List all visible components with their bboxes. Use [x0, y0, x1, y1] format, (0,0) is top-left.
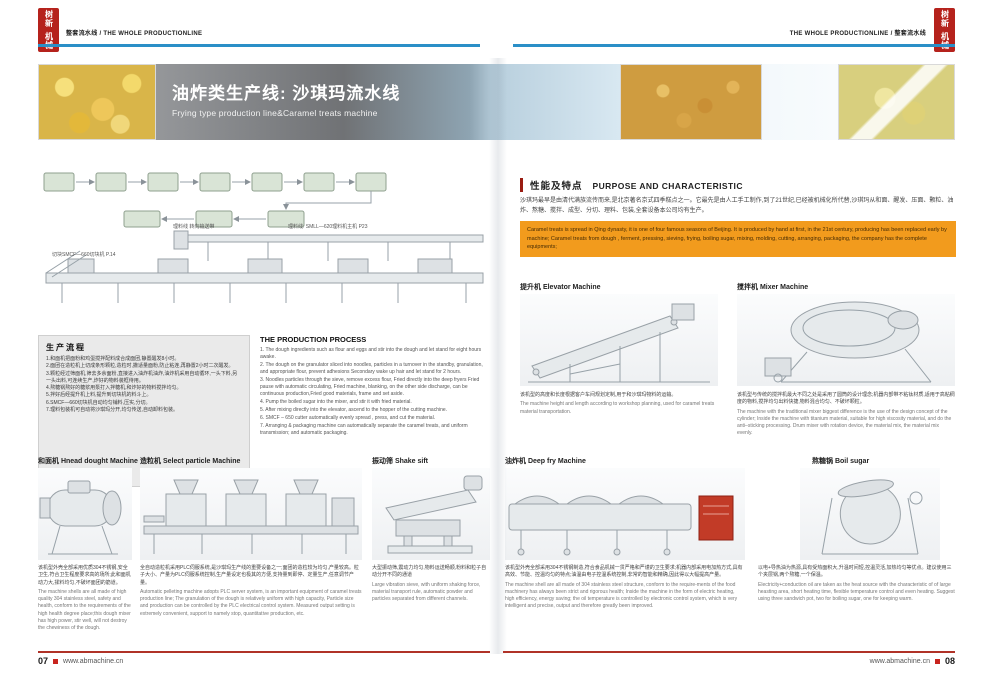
shake-sift-desc-cn: 大型振动筛,震动力均匀,物料运送畅顺,粉料和粒子自动分开不同的通道 [372, 565, 487, 579]
footer-bullet-icon [53, 658, 59, 664]
pelleting-machine-illustration [143, 479, 359, 554]
process-step: 3.颗粒经过筛面机,筛去多余面粉,直接进入油炸机油炸,油炸机采用自动循环,一头下… [46, 370, 238, 384]
process-step: 1. The dough ingredients such as flour a… [260, 347, 482, 360]
pelleting-machine-desc-cn: 全自动造粒机采用PLC伺服系统,是沙琪玛生产线的重要设备之一;面团的造粒较为均匀… [140, 565, 359, 586]
banner-photo-package [838, 64, 955, 140]
purpose-body-cn: 沙琪玛最早是由清代满族流传而来,是北京著名京式四季糕点之一。它最先是由人工手工制… [520, 198, 954, 214]
seal-text: 树新 [940, 10, 950, 28]
seal-text: 树新 [44, 10, 54, 28]
dough-mixer-title: 和面机 Hnead dought Machine [38, 458, 138, 465]
deep-fry-description: 该机型外壳全部采用304不锈钢制造,符合食品机械一贯严格和严谨的卫生要求;机器内… [505, 565, 745, 611]
boil-sugar-desc-en: Electricity+conduction oil are taken as … [758, 581, 955, 603]
page-title: 油炸类生产线: 沙琪玛流水线 [172, 84, 401, 103]
pelleting-machine-title: 造粒机 Select particle Machine [140, 458, 241, 465]
page-subtitle: Frying type production line&Caramel trea… [172, 108, 378, 118]
process-step: 4.熬糖锅熬好的糖浆用泵打入拌糖机,和炸好的物料搅拌均匀。 [46, 385, 182, 391]
footer-left: 07 www.abmachine.cn [38, 656, 123, 666]
website-link[interactable]: www.abmachine.cn [869, 657, 930, 665]
seal-text: 机械 [44, 32, 54, 50]
header-left-label: 整套流水线 / THE WHOLE PRODUCTIONLINE [66, 31, 203, 37]
process-step: 6. SMCF – 650 cutter automatically evenl… [260, 415, 436, 421]
website-link[interactable]: www.abmachine.cn [63, 657, 124, 665]
header-rule-left [38, 44, 480, 47]
production-process-cn-title: 生产流程 [46, 343, 86, 352]
boil-sugar-title: 熬糖锅 Boil sugar [812, 458, 870, 465]
dough-mixer-photo [38, 468, 132, 560]
elevator-illustration [528, 303, 710, 383]
banner-photo-snacks [38, 64, 156, 140]
purpose-title-en: PURPOSE AND CHARACTERISTIC [592, 181, 743, 191]
purpose-section: 性能及特点 PURPOSE AND CHARACTERISTIC 沙琪玛最早是由… [520, 178, 956, 257]
shake-sift-title: 振动筛 Shake sift [372, 458, 429, 465]
dough-mixer-description: 该机型外壳全部采用优质304不锈钢,安全卫生,符合卫生程度要求高的场所;此和面机… [38, 565, 132, 632]
purpose-body-en: Caramel treats is spread in Qing dynasty… [520, 221, 956, 257]
flow-diagram-illustration [43, 172, 484, 303]
boil-sugar-desc-cn: 以电+导热油为热源,具有受热面积大,升温时间短,控温灵活,加热均匀等优点。建议使… [758, 565, 952, 579]
process-step: 3. Noodles particles through the sieve, … [260, 377, 480, 397]
brand-seal-right: 树新 机械 [934, 8, 955, 52]
deep-fry-desc-cn: 该机型外壳全部采用304不锈钢制造,符合食品机械一贯严格和严谨的卫生要求;机器内… [505, 565, 743, 579]
elevator-desc-cn: 该机型的高度和长度根据客户车间规划定制,用于和沙琪玛物料的运输。 [520, 392, 677, 398]
shake-sift-desc-en: Large vibration sieve, with uniform shak… [372, 581, 481, 603]
elevator-title: 提升机 Elevator Machine [520, 284, 601, 291]
header-right-label: THE WHOLE PRODUCTIONLINE / 整套流水线 [789, 31, 926, 37]
process-step: 1.和面机把面粉和鸡蛋搅拌配料成合成面团,静置醒发8小时。 [46, 356, 180, 362]
brand-seal-left: 树新 机械 [38, 8, 59, 52]
page-number-right: 08 [944, 656, 955, 666]
production-process-en-title: THE PRODUCTION PROCESS [260, 335, 367, 344]
process-step: 7.理料包装机可自动将沙琪玛分开,均匀传送,自动卸料包装。 [46, 406, 178, 413]
mixer-illustration [764, 301, 932, 383]
diagram-label-conveyor: 理料线 转向输送带 [173, 224, 215, 230]
pelleting-machine-description: 全自动造粒机采用PLC伺服系统,是沙琪玛生产线的重要设备之一;面团的造粒较为均匀… [140, 565, 362, 618]
shake-sift-photo [372, 468, 490, 560]
mixer-desc-en: The machine with the traditional mixer b… [737, 408, 952, 437]
process-step: 6.SMCF—660切块机自动均匀铺料,压实,分切。 [46, 399, 151, 406]
page-gutter [489, 58, 507, 654]
purpose-heading: 性能及特点 PURPOSE AND CHARACTERISTIC [520, 178, 956, 192]
footer-right: www.abmachine.cn 08 [870, 656, 955, 666]
elevator-photo [520, 294, 718, 386]
deep-fry-desc-en: The machine shell are all made of 304 st… [505, 581, 738, 610]
diagram-label-line: 理料线: SMLL—620理料机主机 P23 [288, 224, 368, 230]
process-step: 2.面团在造粒机上切成条形颗粒,造粒时,撒适量面粉,防止粘连,再静置2小时二次醒… [46, 363, 234, 370]
elevator-description: 该机型的高度和长度根据客户车间规划定制,用于和沙琪玛物料的运输。 The mac… [520, 392, 718, 416]
dough-mixer-desc-cn: 该机型外壳全部采用优质304不锈钢,安全卫生,符合卫生程度要求高的场所;此和面机… [38, 565, 131, 586]
mixer-desc-cn: 该机型与传统的搅拌机最大不同之处是采用了圆筒的设计理念;机器内部带不粘钛材质,适… [737, 392, 955, 406]
header-rule-right [513, 44, 955, 47]
pelleting-machine-desc-en: Automatic pelleting machine adopts PLC s… [140, 588, 362, 617]
pelleting-machine-photo [140, 468, 362, 560]
production-line-diagram: 理料线 转向输送带 理料线: SMLL—620理料机主机 P23 切块SMCF—… [38, 165, 493, 330]
production-process-cn: 生产流程 1.和面机把面粉和鸡蛋搅拌配料成合成面团,静置醒发8小时。 2.面团在… [38, 335, 250, 487]
banner-photo-caramel [620, 64, 762, 140]
boil-sugar-description: 以电+导热油为热源,具有受热面积大,升温时间短,控温灵活,加热均匀等优点。建议使… [758, 565, 955, 603]
process-step: 4. Pump the boiled sugar into the mixer,… [260, 399, 412, 405]
boil-sugar-photo [800, 468, 940, 560]
process-step: 5.拌好后经提升机上料,提升到切块机的料斗上。 [46, 392, 152, 399]
mixer-title: 搅拌机 Mixer Machine [737, 284, 809, 291]
banner-right-panel [497, 64, 955, 140]
deep-fry-illustration [508, 495, 734, 556]
dough-mixer-desc-en: The machine shells are all made of high … [38, 588, 131, 631]
process-step: 7. Arranging & packaging machine can aut… [260, 423, 468, 436]
footer-rule-right [503, 651, 955, 653]
deep-fry-photo [505, 468, 745, 560]
shake-sift-illustration [385, 475, 483, 554]
elevator-desc-en: The machine height and length according … [520, 401, 715, 415]
boil-sugar-illustration [821, 479, 923, 555]
process-step: 2. The dough on the granulator sliced in… [260, 362, 483, 375]
shake-sift-description: 大型振动筛,震动力均匀,物料运送畅顺,粉料和粒子自动分开不同的通道 Large … [372, 565, 490, 603]
deep-fry-title: 油炸机 Deep fry Machine [505, 458, 586, 465]
seal-text: 机械 [940, 32, 950, 50]
diagram-label-cutter: 切块SMCF—660切块机 P.14 [52, 252, 116, 258]
page-number-left: 07 [38, 656, 49, 666]
purpose-title-cn: 性能及特点 [530, 181, 583, 192]
dough-mixer-illustration [39, 480, 122, 555]
mixer-description: 该机型与传统的搅拌机最大不同之处是采用了圆筒的设计理念;机器内部带不粘钛材质,适… [737, 392, 955, 438]
process-step: 5. After mixing directly into the elevat… [260, 407, 448, 413]
footer-rule-left [38, 651, 490, 653]
mixer-photo [737, 294, 955, 386]
production-process-en: THE PRODUCTION PROCESS 1. The dough ingr… [260, 335, 492, 438]
banner-title-block: 油炸类生产线: 沙琪玛流水线 Frying type production li… [156, 64, 497, 140]
footer-bullet-icon [934, 658, 940, 664]
